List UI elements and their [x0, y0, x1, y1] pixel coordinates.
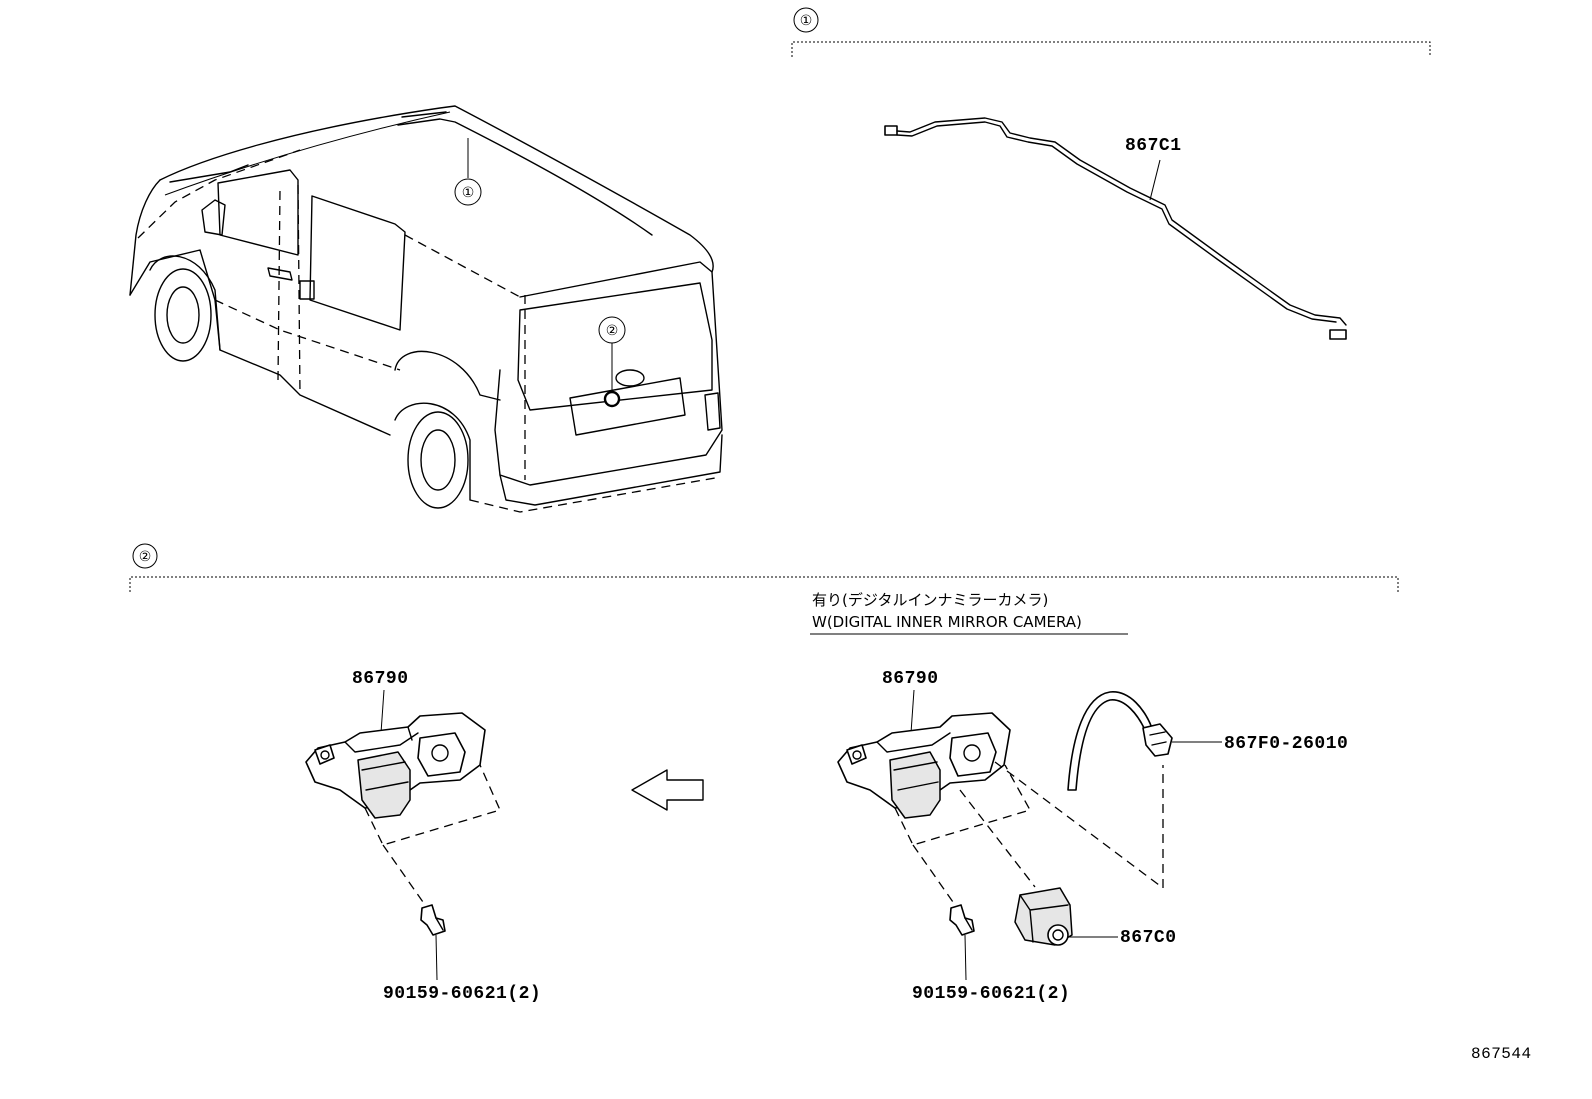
label-867C1: 867C1	[1125, 136, 1182, 156]
section-2: ② 有り(デジタルインナミラーカメラ) W(DIGITAL INNER MIRR…	[129, 543, 1399, 1004]
arrow-icon	[631, 769, 704, 811]
condition-japanese: 有り(デジタルインナミラーカメラ)	[812, 591, 1048, 609]
bolt-90159-60621-left: 90159-60621(2)	[383, 904, 541, 1004]
label-867C0: 867C0	[1120, 928, 1177, 948]
condition-english: W(DIGITAL INNER MIRROR CAMERA)	[812, 613, 1082, 631]
bolt-90159-60621-right: 90159-60621(2)	[912, 904, 1070, 1004]
van-illustration: ① ②	[129, 105, 723, 513]
van-callout-1: ①	[462, 185, 475, 201]
van-callout-2: ②	[606, 323, 619, 339]
camera-86790-right: 86790	[837, 669, 1164, 913]
camera-867C0: 867C0	[1014, 887, 1177, 948]
label-bolt-right: 90159-60621(2)	[912, 984, 1070, 1004]
label-867F0-26010: 867F0-26010	[1224, 734, 1348, 754]
diagram-id: 867544	[1471, 1045, 1532, 1063]
harness-867C1	[884, 117, 1347, 340]
label-bolt-left: 90159-60621(2)	[383, 984, 541, 1004]
section-1: ① 867C1	[791, 7, 1431, 340]
label-86790-left: 86790	[352, 669, 409, 689]
section-1-callout: ①	[800, 13, 813, 29]
camera-86790-left: 86790	[305, 669, 501, 913]
section-2-callout: ②	[139, 549, 152, 565]
label-86790-right: 86790	[882, 669, 939, 689]
cable-867F0-26010: 867F0-26010	[1067, 691, 1348, 791]
